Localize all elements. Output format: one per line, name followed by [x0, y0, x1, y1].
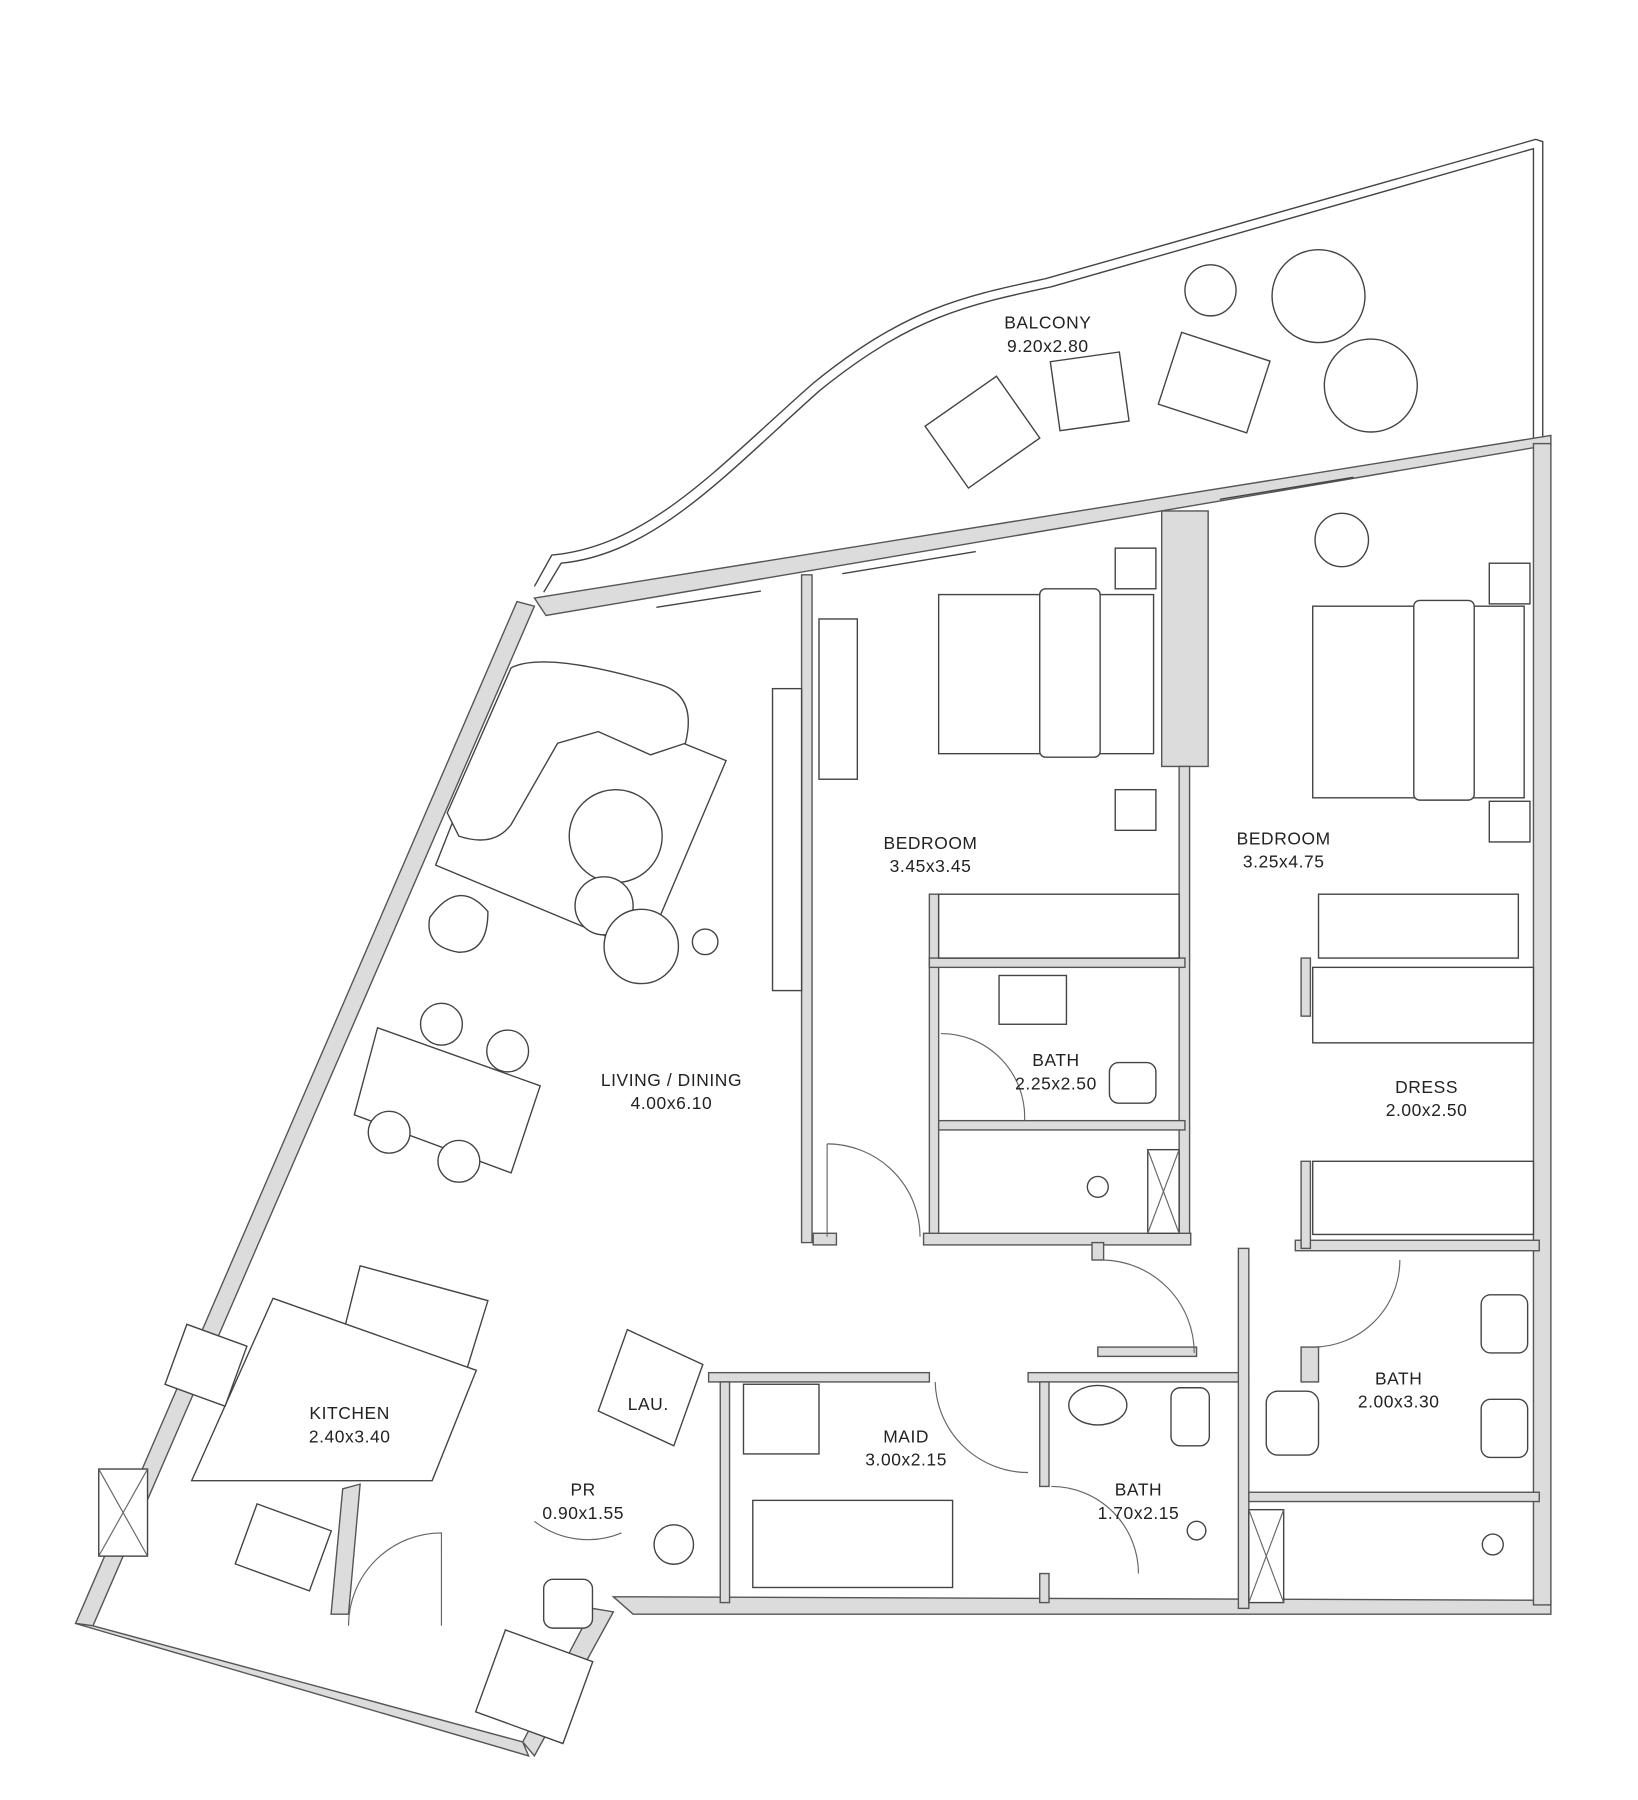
svg-text:MAID: MAID [883, 1426, 929, 1446]
room-label-kitchen: KITCHEN 2.40x3.40 [309, 1403, 391, 1446]
room-label-living-dining: LIVING / DINING 4.00x6.10 [601, 1070, 742, 1113]
room-label-bedroom-2: BEDROOM 3.25x4.75 [1237, 828, 1331, 871]
living-furniture [353, 618, 859, 1183]
svg-text:KITCHEN: KITCHEN [309, 1403, 389, 1423]
svg-text:BEDROOM: BEDROOM [884, 833, 978, 853]
svg-text:BATH: BATH [1375, 1368, 1422, 1388]
doors [347, 1032, 1401, 1626]
room-label-bath-1: BATH 2.25x2.50 [1015, 1050, 1097, 1093]
room-label-pr: PR 0.90x1.55 [542, 1480, 624, 1523]
svg-text:BEDROOM: BEDROOM [1237, 828, 1331, 848]
svg-text:9.20x2.80: 9.20x2.80 [1007, 336, 1089, 356]
svg-text:BATH: BATH [1115, 1480, 1162, 1500]
room-label-maid: MAID 3.00x2.15 [865, 1426, 947, 1470]
svg-text:DRESS: DRESS [1395, 1077, 1458, 1097]
svg-text:PR: PR [571, 1480, 596, 1500]
svg-text:3.45x3.45: 3.45x3.45 [890, 856, 972, 876]
room-label-bedroom-1: BEDROOM 3.45x3.45 [884, 833, 978, 876]
svg-text:BATH: BATH [1032, 1050, 1079, 1070]
svg-text:2.40x3.40: 2.40x3.40 [309, 1426, 391, 1446]
svg-text:2.00x3.30: 2.00x3.30 [1358, 1391, 1440, 1411]
svg-text:3.25x4.75: 3.25x4.75 [1243, 851, 1325, 871]
svg-text:LIVING / DINING: LIVING / DINING [601, 1070, 742, 1090]
room-label-bath-2: BATH 2.00x3.30 [1358, 1368, 1440, 1411]
svg-text:2.00x2.50: 2.00x2.50 [1386, 1100, 1468, 1120]
balcony-outline [533, 138, 1544, 593]
room-label-bath-3: BATH 1.70x2.15 [1098, 1480, 1180, 1523]
room-label-balcony: BALCONY 9.20x2.80 [1004, 313, 1091, 356]
interior-walls [330, 510, 1540, 1615]
svg-text:1.70x2.15: 1.70x2.15 [1098, 1503, 1180, 1523]
kitchen-furniture [98, 1264, 1529, 1745]
svg-text:3.00x2.15: 3.00x2.15 [865, 1450, 947, 1470]
svg-text:0.90x1.55: 0.90x1.55 [542, 1503, 624, 1523]
room-label-dress: DRESS 2.00x2.50 [1386, 1077, 1468, 1120]
svg-text:BALCONY: BALCONY [1004, 313, 1091, 333]
svg-text:4.00x6.10: 4.00x6.10 [631, 1093, 713, 1113]
room-label-laundry: LAU. [628, 1394, 669, 1414]
bedroom-furniture [937, 512, 1535, 1236]
svg-text:LAU.: LAU. [628, 1394, 669, 1414]
window-line [533, 434, 1552, 617]
balcony-furniture [924, 248, 1418, 490]
svg-text:2.25x2.50: 2.25x2.50 [1015, 1073, 1097, 1093]
